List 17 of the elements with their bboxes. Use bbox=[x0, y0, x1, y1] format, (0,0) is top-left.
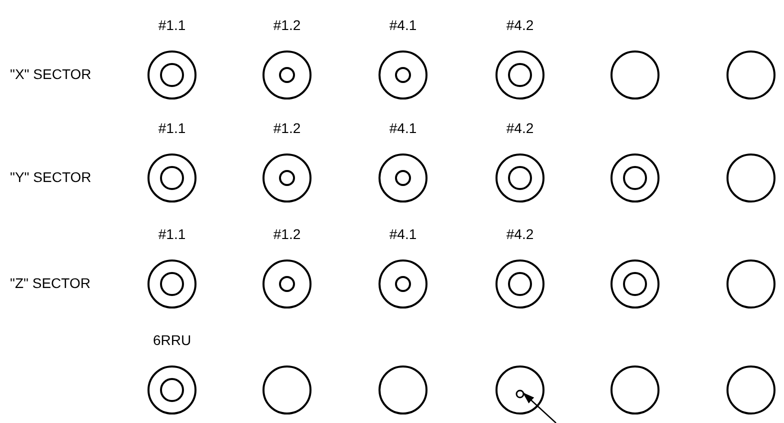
leader-line bbox=[522, 392, 556, 423]
sector-label: "Z" SECTOR bbox=[10, 275, 90, 291]
position-label: 6RRU bbox=[152, 331, 192, 349]
position-label: #1.1 bbox=[157, 119, 187, 137]
position-label: #4.1 bbox=[388, 119, 418, 137]
position-label: #4.1 bbox=[388, 225, 418, 243]
sector-label: "X" SECTOR bbox=[10, 66, 92, 82]
position-label: #1.2 bbox=[272, 225, 302, 243]
position-label: #1.1 bbox=[157, 225, 187, 243]
position-label: #4.2 bbox=[505, 225, 535, 243]
position-label: #4.2 bbox=[505, 119, 535, 137]
position-label: #1.2 bbox=[272, 16, 302, 34]
position-label: #4.1 bbox=[388, 16, 418, 34]
sector-label: "Y" SECTOR bbox=[10, 169, 92, 185]
position-label: #4.2 bbox=[505, 16, 535, 34]
position-label: #1.2 bbox=[272, 119, 302, 137]
position-label: #1.1 bbox=[157, 16, 187, 34]
